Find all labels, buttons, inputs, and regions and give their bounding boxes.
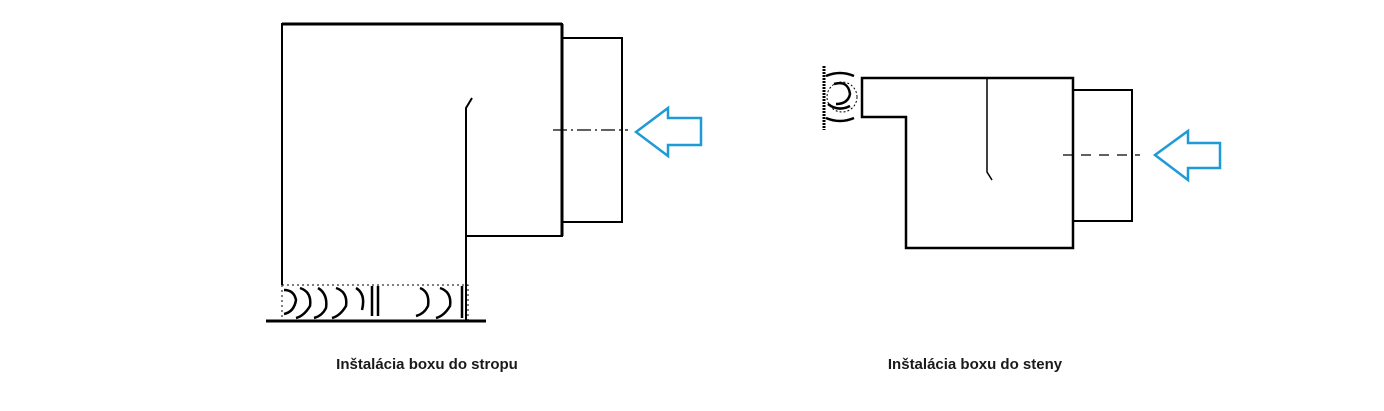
box-body xyxy=(281,23,563,320)
internal-divider xyxy=(986,79,993,181)
ceiling-installation-caption: Inštalácia boxu do stropu xyxy=(336,356,518,373)
airflow-arrow-icon xyxy=(633,105,703,159)
box-body xyxy=(860,76,1075,250)
wall-grille xyxy=(822,66,858,130)
diffuser-grille xyxy=(281,284,469,321)
airflow-arrow-icon xyxy=(1152,128,1222,183)
ceiling-installation-drawing xyxy=(266,22,703,323)
wall-installation-drawing xyxy=(822,66,1222,250)
internal-divider xyxy=(465,97,473,236)
wall-installation-caption: Inštalácia boxu do steny xyxy=(887,356,1063,373)
